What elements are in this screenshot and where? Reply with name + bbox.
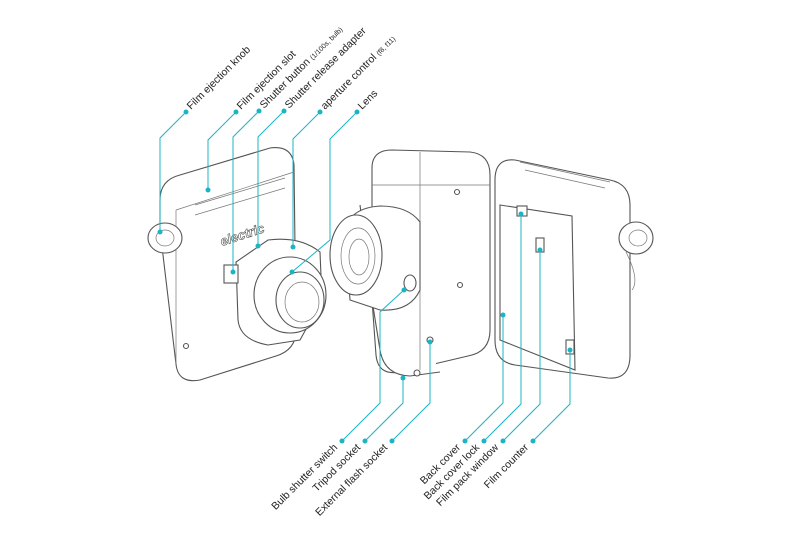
shutter-button xyxy=(223,264,239,284)
camera-front-view: electric xyxy=(147,147,327,382)
top-labels: Film ejection knob Film ejection slot Sh… xyxy=(185,25,398,113)
label-lens: Lens xyxy=(356,88,381,113)
film-ejection-knob xyxy=(147,222,183,254)
camera-back-view xyxy=(494,159,654,379)
leader-lines xyxy=(157,108,573,444)
bottom-labels: Bulb shutter switch Tripod socket Extern… xyxy=(269,441,531,519)
back-cover xyxy=(499,204,576,371)
camera-side-view xyxy=(329,149,491,377)
bulb-shutter-switch xyxy=(403,274,417,292)
tripod-socket xyxy=(413,369,421,377)
